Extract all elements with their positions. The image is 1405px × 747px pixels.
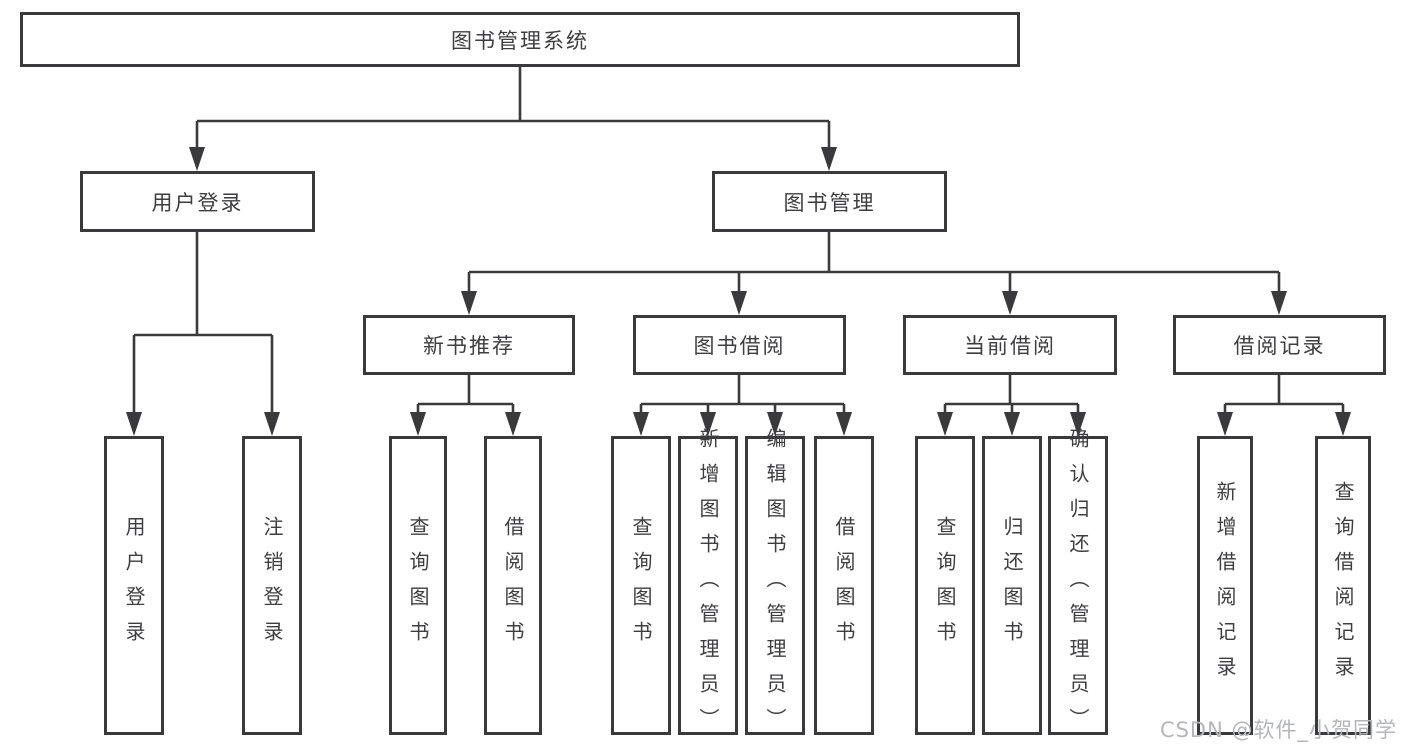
leaf-query-books-borrow-label: 查询图书 bbox=[629, 515, 653, 656]
node-current-borrow: 当前借阅 bbox=[903, 315, 1117, 375]
connector-borrow-records-to-leaves bbox=[1223, 375, 1345, 414]
connector-user-login-to-leaves bbox=[132, 232, 274, 414]
connector-book-borrow-to-leaves bbox=[639, 375, 846, 414]
leaf-add-borrow-record-label: 新增借阅记录 bbox=[1213, 480, 1237, 691]
leaf-borrow-books-recommend: 借阅图书 bbox=[484, 436, 542, 735]
connector-root-to-level2 bbox=[195, 67, 831, 149]
leaf-query-borrow-record-label: 查询借阅记录 bbox=[1331, 480, 1355, 691]
connector-current-borrow-to-leaves bbox=[943, 375, 1080, 414]
leaf-borrow-books-recommend-label: 借阅图书 bbox=[501, 515, 525, 656]
leaf-query-books-recommend: 查询图书 bbox=[389, 436, 447, 735]
node-borrow-records: 借阅记录 bbox=[1173, 315, 1386, 375]
leaf-edit-book-admin: 编辑图书（管理员） bbox=[745, 428, 805, 743]
leaf-add-book-admin-label: 新增图书（管理员） bbox=[696, 428, 720, 743]
node-book-management: 图书管理 bbox=[712, 171, 947, 232]
leaf-return-book: 归还图书 bbox=[982, 436, 1042, 735]
leaf-query-books-current-label: 查询图书 bbox=[933, 515, 957, 656]
arrowhead-layer bbox=[126, 147, 1351, 436]
leaf-logout: 注销登录 bbox=[242, 436, 302, 735]
leaf-confirm-return-admin-label: 确认归还（管理员） bbox=[1066, 428, 1090, 743]
connector-new-book-recommend-to-leaves bbox=[416, 375, 515, 414]
connector-book-management-to-level3 bbox=[467, 232, 1281, 293]
leaf-borrow-books-label: 借阅图书 bbox=[832, 515, 856, 656]
csdn-watermark: CSDN @软件_小贺同学 bbox=[1159, 718, 1397, 742]
leaf-confirm-return-admin: 确认归还（管理员） bbox=[1048, 428, 1108, 743]
leaf-user-login: 用户登录 bbox=[104, 436, 164, 735]
leaf-edit-book-admin-label: 编辑图书（管理员） bbox=[763, 428, 787, 743]
node-user-login: 用户登录 bbox=[80, 171, 315, 232]
leaf-borrow-books: 借阅图书 bbox=[814, 436, 874, 735]
leaf-add-borrow-record: 新增借阅记录 bbox=[1197, 436, 1253, 735]
leaf-query-borrow-record: 查询借阅记录 bbox=[1315, 436, 1371, 735]
leaf-query-books-borrow: 查询图书 bbox=[611, 436, 671, 735]
leaf-query-books-current: 查询图书 bbox=[915, 436, 975, 735]
node-book-borrow: 图书借阅 bbox=[633, 315, 846, 375]
leaf-user-login-label: 用户登录 bbox=[122, 515, 146, 656]
leaf-add-book-admin: 新增图书（管理员） bbox=[678, 428, 738, 743]
leaf-query-books-recommend-label: 查询图书 bbox=[406, 515, 430, 656]
node-new-book-recommend: 新书推荐 bbox=[363, 315, 575, 375]
leaf-logout-label: 注销登录 bbox=[260, 515, 284, 656]
leaf-return-book-label: 归还图书 bbox=[1000, 515, 1024, 656]
node-root: 图书管理系统 bbox=[20, 12, 1020, 67]
